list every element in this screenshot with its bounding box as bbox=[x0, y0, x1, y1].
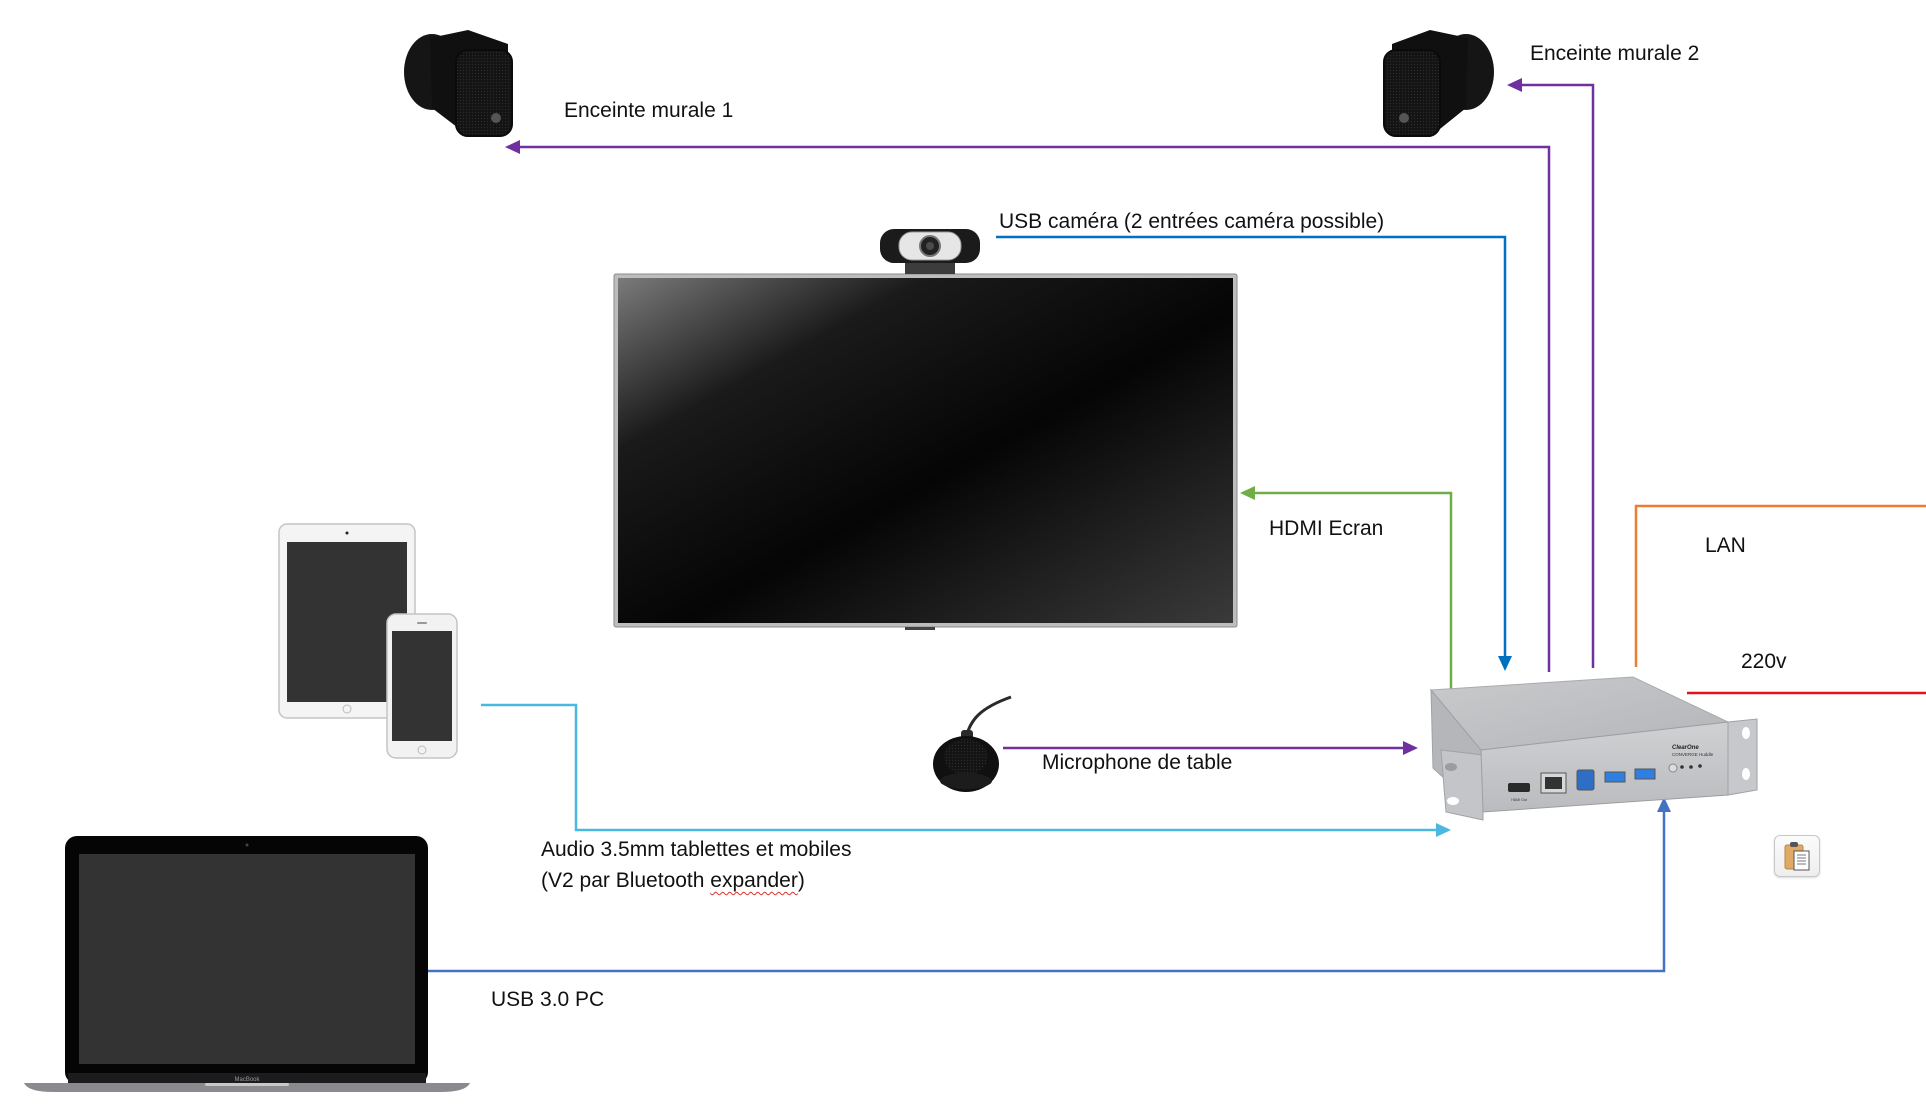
hdmi-port bbox=[1508, 783, 1530, 792]
arrowhead bbox=[1240, 486, 1255, 500]
laptop-icon: MacBook bbox=[24, 836, 470, 1092]
speaker1-label: Enceinte murale 1 bbox=[564, 99, 734, 122]
arrowhead bbox=[1436, 823, 1451, 837]
paste-options-button[interactable] bbox=[1774, 835, 1820, 877]
tablet-and-phone bbox=[278, 523, 458, 759]
hdmi-screen-label: HDMI Ecran bbox=[1269, 517, 1384, 540]
lan-label: LAN bbox=[1705, 534, 1746, 557]
connection-mic-to-hub bbox=[1003, 741, 1418, 755]
wall-speaker-1 bbox=[404, 30, 513, 137]
connection-mobiles-to-hub bbox=[481, 703, 1451, 837]
connection-camera-to-hub bbox=[996, 235, 1512, 671]
arrowhead bbox=[1507, 78, 1522, 92]
arrowhead bbox=[1657, 797, 1671, 812]
mobiles-label-line2-suffix: ) bbox=[797, 869, 805, 892]
laptop: MacBook bbox=[24, 836, 470, 1092]
usb3-port-2 bbox=[1634, 768, 1656, 780]
hdmi-port-label: HDMI Out bbox=[1511, 798, 1527, 802]
converge-hub-icon: ClearOne CONVERGE Huddle HDMI Out bbox=[1429, 676, 1758, 821]
usb-b-port bbox=[1576, 769, 1595, 791]
tv-screen bbox=[613, 273, 1238, 630]
connection-hub-to-speaker2 bbox=[1507, 78, 1595, 668]
wall-speaker-icon bbox=[404, 30, 513, 137]
webcam-icon bbox=[880, 229, 980, 274]
arrowhead bbox=[1403, 741, 1418, 755]
tablet-phone-icon bbox=[278, 523, 458, 759]
spellcheck-flagged-word[interactable]: expander bbox=[710, 869, 798, 892]
clipboard-paste-icon bbox=[1784, 842, 1810, 871]
table-microphone-icon bbox=[933, 695, 1012, 792]
wall-speaker-2 bbox=[1383, 30, 1494, 137]
connections bbox=[428, 78, 1926, 973]
tv-screen-icon bbox=[613, 273, 1238, 630]
table-microphone bbox=[933, 695, 1012, 792]
arrowhead bbox=[1498, 656, 1512, 671]
converge-hub: ClearOne CONVERGE Huddle HDMI Out bbox=[1429, 676, 1758, 821]
arrowhead bbox=[505, 140, 520, 154]
mobiles-label-line2-prefix: (V2 par Bluetooth bbox=[541, 869, 711, 892]
power-label: 220v bbox=[1741, 650, 1787, 673]
hub-brand: ClearOne bbox=[1672, 745, 1699, 751]
laptop-brand: MacBook bbox=[234, 1077, 260, 1083]
mobiles-label-line1: Audio 3.5mm tablettes et mobiles bbox=[541, 838, 852, 861]
webcam bbox=[880, 229, 980, 274]
usb3-port-1 bbox=[1604, 771, 1626, 783]
hub-model: CONVERGE Huddle bbox=[1672, 752, 1714, 757]
wall-speaker-icon bbox=[1383, 30, 1494, 137]
laptop-usb-label: USB 3.0 PC bbox=[491, 988, 605, 1011]
speaker2-label: Enceinte murale 2 bbox=[1530, 42, 1700, 65]
connection-hub-to-speaker1 bbox=[505, 140, 1551, 672]
mobiles-label-line2: (V2 par Bluetooth expander) bbox=[541, 866, 805, 896]
connection-hub-to-screen bbox=[1240, 486, 1453, 700]
connection-laptop-to-hub bbox=[428, 797, 1671, 973]
camera-label: USB caméra (2 entrées caméra possible) bbox=[999, 210, 1385, 233]
microphone-label: Microphone de table bbox=[1042, 751, 1233, 774]
connection-lan bbox=[1634, 504, 1926, 667]
